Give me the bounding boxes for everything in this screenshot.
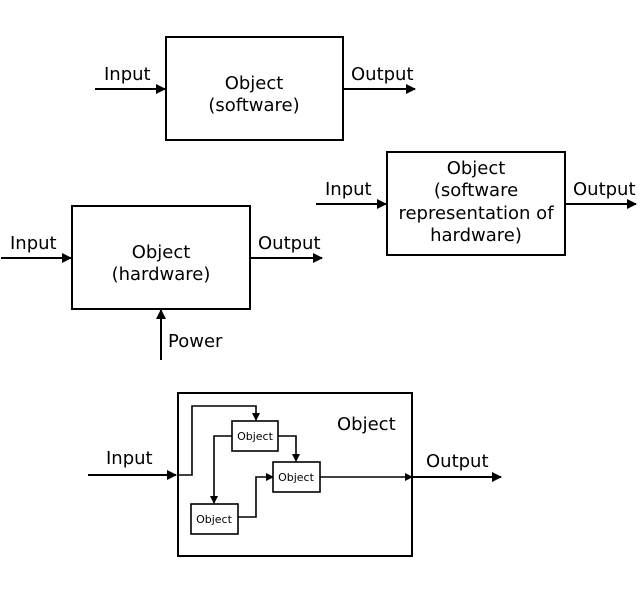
software-object-subtitle: (software) bbox=[208, 95, 299, 116]
hardware-object-block: Input Object (hardware) Output Power bbox=[1, 205, 323, 360]
composite-object-block: Input Object Object Object Object Output bbox=[88, 392, 502, 557]
representation-object-box bbox=[386, 151, 566, 256]
representation-object-line-1: Object bbox=[447, 158, 506, 179]
hardware-output-label: Output bbox=[258, 233, 321, 254]
composite-output-label: Output bbox=[426, 451, 489, 472]
inner-object-middle-label: Object bbox=[278, 471, 315, 484]
inner-wire-bottom-to-middle-object bbox=[237, 473, 274, 518]
inner-object-top-label: Object bbox=[237, 430, 274, 443]
representation-object-line-4: hardware) bbox=[430, 225, 522, 246]
inner-wire-top-to-middle-object bbox=[278, 435, 300, 462]
hardware-object-title: Object bbox=[132, 242, 191, 263]
composite-outer-label: Object bbox=[337, 414, 396, 435]
representation-object-line-2: (software bbox=[434, 180, 518, 201]
inner-object-bottom-label: Object bbox=[196, 513, 233, 526]
software-object-title: Object bbox=[225, 73, 284, 94]
representation-object-line-3: representation of bbox=[398, 203, 554, 224]
representation-output-label: Output bbox=[573, 179, 636, 200]
hardware-input-label: Input bbox=[10, 233, 57, 254]
representation-object-block: Input Object (software representation of… bbox=[316, 151, 637, 256]
representation-input-label: Input bbox=[325, 179, 372, 200]
software-input-label: Input bbox=[104, 64, 151, 85]
software-object-block: Input Object (software) Output bbox=[95, 36, 416, 141]
software-output-label: Output bbox=[351, 64, 414, 85]
inner-object-bottom-box bbox=[190, 503, 239, 535]
hardware-power-label: Power bbox=[168, 331, 223, 352]
composite-input-label: Input bbox=[106, 448, 153, 469]
hardware-object-box bbox=[71, 205, 251, 310]
inner-wire-to-top-object bbox=[178, 405, 260, 476]
inner-object-middle-box bbox=[272, 461, 321, 493]
inner-object-top-box bbox=[231, 420, 279, 452]
hardware-object-subtitle: (hardware) bbox=[112, 264, 211, 285]
inner-wire-top-to-bottom-object bbox=[210, 435, 232, 504]
